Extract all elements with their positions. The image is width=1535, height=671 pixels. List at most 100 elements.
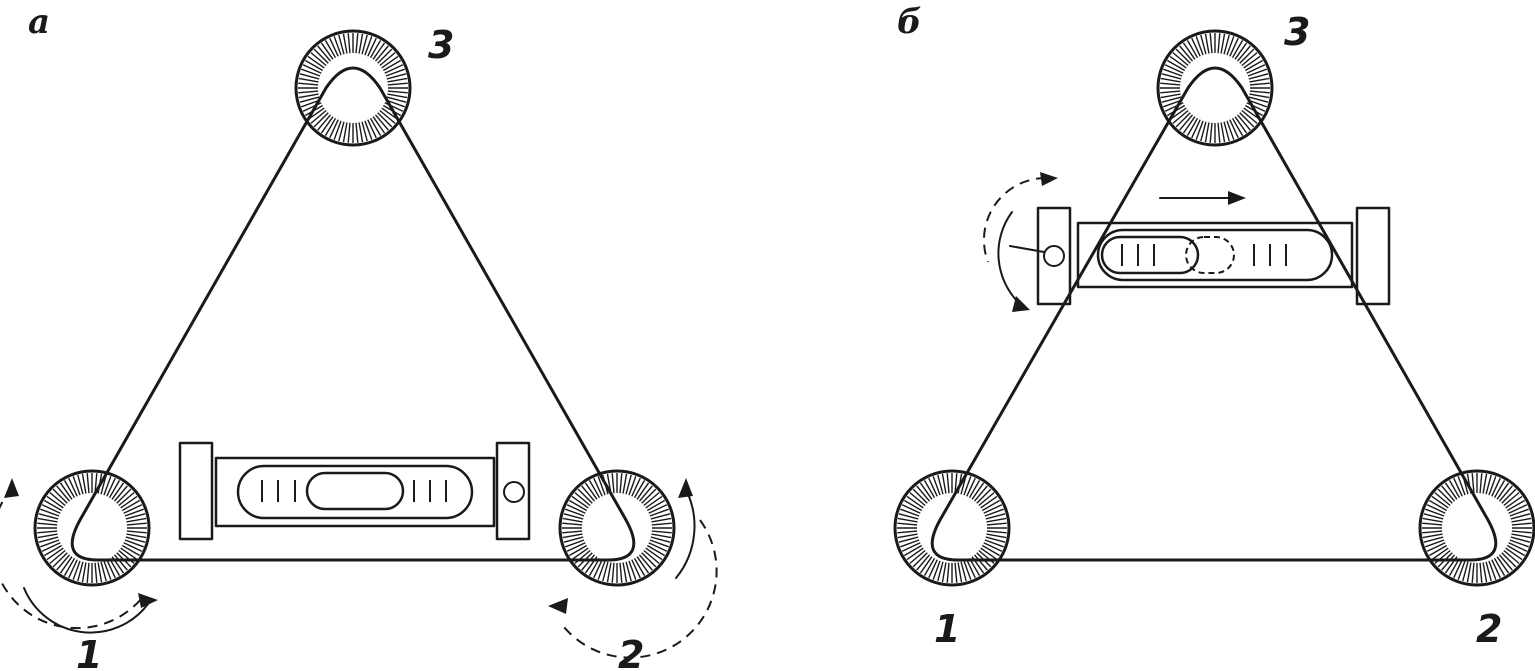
knurl-line (1482, 562, 1488, 583)
knurl-line (1493, 480, 1506, 499)
knurl-line (342, 122, 348, 143)
knurl-line (381, 55, 399, 69)
knurl-line (1431, 495, 1449, 509)
panel-a-label: а (28, 2, 50, 42)
knurl-line (1234, 116, 1248, 134)
knurl-line (1179, 45, 1194, 62)
knurl-line (1195, 120, 1204, 140)
knurl-line (1172, 52, 1189, 67)
knurl-line (897, 530, 918, 534)
knurl-line (387, 77, 408, 83)
knurl-line (932, 476, 941, 496)
knurl-line (324, 40, 337, 59)
knurl-line (1246, 64, 1266, 74)
knurl-line (1241, 52, 1258, 67)
knurl-line (1172, 109, 1189, 124)
knurl-line (569, 499, 588, 512)
knurl-line (898, 513, 919, 520)
knurl-line (954, 473, 958, 494)
knurl-line (981, 544, 1000, 557)
knurl-line (904, 499, 923, 512)
knurl-line (386, 96, 407, 103)
knurl-line (901, 542, 921, 552)
knurl-line (897, 533, 918, 539)
knurl-line (960, 561, 967, 582)
knurl-line (1457, 560, 1466, 580)
knurl-line (1186, 117, 1199, 136)
knurl-line (384, 64, 404, 74)
knurl-line (986, 533, 1007, 539)
knurl-line (307, 55, 325, 69)
knurl-line (909, 549, 926, 564)
knurl-line (593, 477, 603, 497)
knurl-line (643, 492, 660, 507)
knurl-line (94, 473, 98, 494)
knurl-line (562, 530, 583, 534)
knurl-line (651, 522, 672, 526)
knurl-line (1226, 36, 1235, 56)
knurl-line (382, 59, 401, 72)
knurl-line (983, 504, 1003, 514)
knurl-line (976, 488, 992, 504)
knurl-line (1249, 77, 1270, 83)
knurl-line (983, 542, 1003, 552)
knurl-line (118, 492, 135, 507)
knurl-line (377, 48, 393, 64)
knurl-line (1243, 55, 1261, 69)
knurl-line (103, 476, 112, 496)
knurl-line (1186, 40, 1199, 59)
knurl-line (900, 539, 920, 548)
foot-screw-1 (893, 469, 1011, 587)
knurl-line (1422, 522, 1443, 526)
knurl-line (1505, 495, 1523, 509)
knurl-line (1493, 557, 1506, 576)
knurl-line (108, 480, 121, 499)
panel-a: а (0, 2, 718, 671)
knurl-line (333, 120, 342, 140)
knurl-line (1160, 93, 1181, 99)
knurl-line (1423, 513, 1444, 520)
knurl-line (106, 559, 116, 579)
foot-screw-1 (33, 469, 151, 587)
knurl-line (638, 554, 653, 571)
knurl-line (973, 485, 988, 502)
knurl-line (298, 90, 319, 94)
knurl-line (364, 36, 373, 56)
level-vial (236, 464, 474, 520)
rotation-arrow-screw-2-outer (559, 519, 718, 659)
knurl-line (625, 474, 632, 495)
knurl-line (97, 562, 103, 583)
knurl-line (651, 517, 672, 523)
knurl-line (1425, 539, 1445, 548)
rotation-arrow-screw-1-inner (23, 587, 149, 634)
level-bubble-target (1185, 236, 1235, 274)
knurl-line (333, 36, 342, 56)
knurl-line (387, 93, 408, 99)
rotation-arrow-inner (997, 211, 1021, 305)
knurl-line (1164, 64, 1184, 74)
knurl-line (41, 542, 61, 552)
knurl-line (59, 482, 73, 500)
knurl-line (1204, 122, 1210, 143)
knurl-line (372, 116, 386, 134)
knurl-line (377, 112, 393, 128)
knurl-line (1510, 536, 1531, 543)
knurl-line (379, 109, 396, 124)
knurl-line (928, 559, 938, 579)
knurl-line (984, 508, 1004, 517)
knurl-line (1200, 121, 1207, 142)
knurl-line (72, 560, 81, 580)
knurl-line (1195, 36, 1204, 56)
knurl-line (919, 482, 933, 500)
knurl-line (1482, 473, 1488, 494)
knurl-line (49, 549, 66, 564)
knurl-line (1226, 120, 1235, 140)
knurl-line (569, 544, 588, 557)
knurl-line (1241, 109, 1258, 124)
knurl-line (968, 480, 981, 499)
knurl-line (1223, 34, 1230, 55)
knurl-line (606, 562, 612, 583)
knurl-line (1200, 34, 1207, 55)
foot-screw-2 (1418, 469, 1535, 587)
knurl-line (1229, 37, 1239, 57)
